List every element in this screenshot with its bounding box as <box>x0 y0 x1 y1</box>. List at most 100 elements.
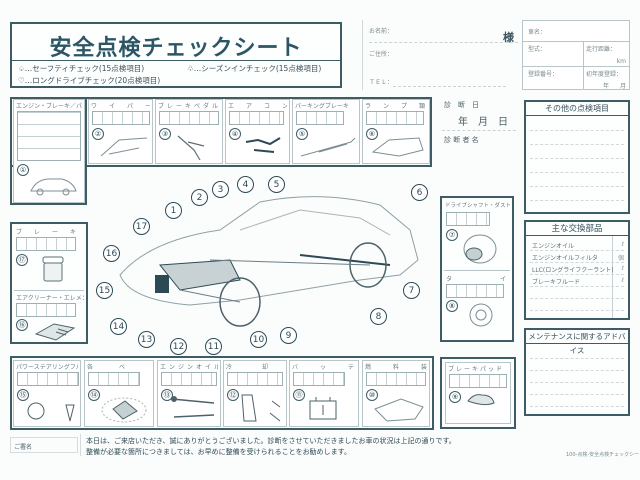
check-table[interactable] <box>16 237 76 251</box>
thank-you-message: 本日は、ご来店いただき、誠にありがとうございました。診断をさせていただきましたお… <box>86 437 456 445</box>
panel-frame-1 <box>10 97 87 205</box>
check-table[interactable] <box>293 372 345 386</box>
maintenance-advice-box: メンテナンスに関するアドバイス <box>524 328 630 416</box>
panel-parking-brake: パーキングブレーキ ⑤ <box>292 99 360 164</box>
diagram-callout-10: 10 <box>250 331 267 348</box>
panel-power-steering: パワーステアリングフルード ⑮ <box>13 360 81 427</box>
car-icon <box>30 178 77 196</box>
other-items-box: その他の点検項目 <box>524 100 630 214</box>
check-table[interactable] <box>16 303 76 317</box>
check-table[interactable] <box>229 111 284 125</box>
car-name-label: 車名： <box>528 29 547 36</box>
divider <box>12 60 340 61</box>
callout-4: ④ <box>229 128 241 140</box>
replacement-parts-box: 主な交換部品 エンジンオイル ℓ エンジンオイルフィルタ 個 LLC(ロングライ… <box>524 220 630 320</box>
title-block: 安全点検チェックシート ♤…セーフティチェック(15点検項目) ♧…シーズンイン… <box>10 22 342 88</box>
check-table[interactable] <box>159 111 219 125</box>
callout-17: ⑰ <box>16 254 28 266</box>
panel-aircon: エ ア コ ン ④ <box>225 99 290 164</box>
legend-long-drive: ♡…ロングドライブチェック(20点検項目) <box>18 76 161 85</box>
diagnosis-date-label: 診 断 日 <box>444 101 479 109</box>
diagram-callout-5: 5 <box>268 176 285 193</box>
panel-battery: バ ッ テ リ ⑪ <box>289 360 359 427</box>
check-table[interactable] <box>161 372 217 386</box>
address-label: ご住所： <box>369 51 394 58</box>
callout-11: ⑪ <box>293 389 305 401</box>
diagram-callout-4: 4 <box>237 176 254 193</box>
diagram-callout-7: 7 <box>403 282 420 299</box>
pedal-icon <box>177 135 205 161</box>
belt-icon <box>101 397 147 423</box>
callout-3: ③ <box>159 128 171 140</box>
maintenance-advice-message: 整備が必要な箇所につきましては、お早めに整備を受けられることをお勧めします。 <box>86 448 351 456</box>
inspector-label: 診 断 者 名 <box>444 136 479 144</box>
panel-brake-pad-frame: ブレーキパッド ⑨ <box>440 357 516 429</box>
check-table[interactable] <box>92 111 150 125</box>
diagram-callout-2: 2 <box>191 189 208 206</box>
tel-field[interactable] <box>393 86 506 87</box>
panel-brake-pad: ブレーキパッド ⑨ <box>445 362 511 424</box>
air-filter-icon <box>34 323 76 341</box>
panel-belts: 各 ベ ル ト ⑭ <box>84 360 154 427</box>
dipstick-icon <box>171 396 215 418</box>
check-table[interactable] <box>366 111 424 125</box>
callout-16: ⑯ <box>16 319 28 331</box>
check-table[interactable] <box>366 372 426 386</box>
callout-15: ⑮ <box>17 389 29 401</box>
parking-brake-icon <box>300 137 356 157</box>
callout-7: ⑦ <box>446 229 458 241</box>
part-llc: LLC(ロングライフクーラント) <box>532 267 614 274</box>
form-code: 100-点検-安全点検チェックシート <box>566 452 640 458</box>
page-title: 安全点検チェックシート <box>49 36 303 61</box>
car-cutaway-diagram <box>119 196 419 327</box>
diagram-callout-6: 6 <box>411 184 428 201</box>
drive-shaft-boot-icon <box>463 234 497 264</box>
mileage-unit: km <box>616 58 626 65</box>
callout-12: ⑫ <box>227 389 239 401</box>
panel-engine-brake: エンジン・ブレーキ／パワーキュース ① <box>13 99 85 203</box>
first-registration-label: 初年度登録： <box>586 71 623 78</box>
registration-label: 登録番号： <box>528 71 559 78</box>
brake-fluid-bottle-icon <box>42 256 64 282</box>
legend-season: ♧…シーズンインチェック(15点検項目) <box>187 64 322 73</box>
wiper-icon <box>100 137 148 157</box>
parts-title: 主な交換部品 <box>526 222 628 236</box>
check-table[interactable] <box>17 372 79 386</box>
panel-lamps: ラ ン プ 類 ⑥ <box>362 99 430 164</box>
diagnosis-date-field[interactable]: 年 月 日 <box>458 117 508 128</box>
diagram-callout-9: 9 <box>280 327 297 344</box>
tire-icon <box>469 303 493 327</box>
vehicle-info: 車名： 型式： 走行距離： km 登録番号： 初年度登録： 年 月 <box>522 20 630 90</box>
callout-9: ⑨ <box>449 391 461 403</box>
check-table[interactable] <box>446 212 490 226</box>
name-field[interactable] <box>369 42 518 43</box>
check-table[interactable] <box>446 284 504 298</box>
check-table[interactable] <box>449 374 507 388</box>
diagram-callout-8: 8 <box>370 308 387 325</box>
check-table[interactable] <box>88 372 140 386</box>
diagram-callout-1: 1 <box>165 202 182 219</box>
diagram-callout-15: 15 <box>96 282 113 299</box>
name-label: お名前： <box>369 28 394 35</box>
power-steering-icon <box>27 402 75 422</box>
honorific: 様 <box>503 31 514 44</box>
signature-field[interactable]: ご署名 <box>10 437 78 453</box>
fuel-tank-icon <box>374 398 424 422</box>
part-engine-oil: エンジンオイル <box>532 243 575 250</box>
month-unit: 月 <box>620 83 627 90</box>
year-unit: 年 <box>603 83 610 90</box>
legend-safety: ♤…セーフティチェック(15点検項目) <box>18 64 145 73</box>
tel-label: ＴＥＬ： <box>369 79 394 86</box>
aircon-icon <box>245 137 281 153</box>
callout-5: ⑤ <box>296 128 308 140</box>
check-table[interactable] <box>17 111 81 161</box>
check-table[interactable] <box>227 372 283 386</box>
callout-13: ⑬ <box>161 389 173 401</box>
car-lamp-icon <box>371 137 424 157</box>
callout-2: ② <box>92 128 104 140</box>
coolant-tank-icon <box>241 394 281 422</box>
signature-label: ご署名 <box>14 444 33 451</box>
panel-brake-pedal: ブレーキペダル ③ <box>155 99 223 164</box>
advice-title: メンテナンスに関するアドバイス <box>526 330 628 355</box>
check-table[interactable] <box>296 111 344 125</box>
